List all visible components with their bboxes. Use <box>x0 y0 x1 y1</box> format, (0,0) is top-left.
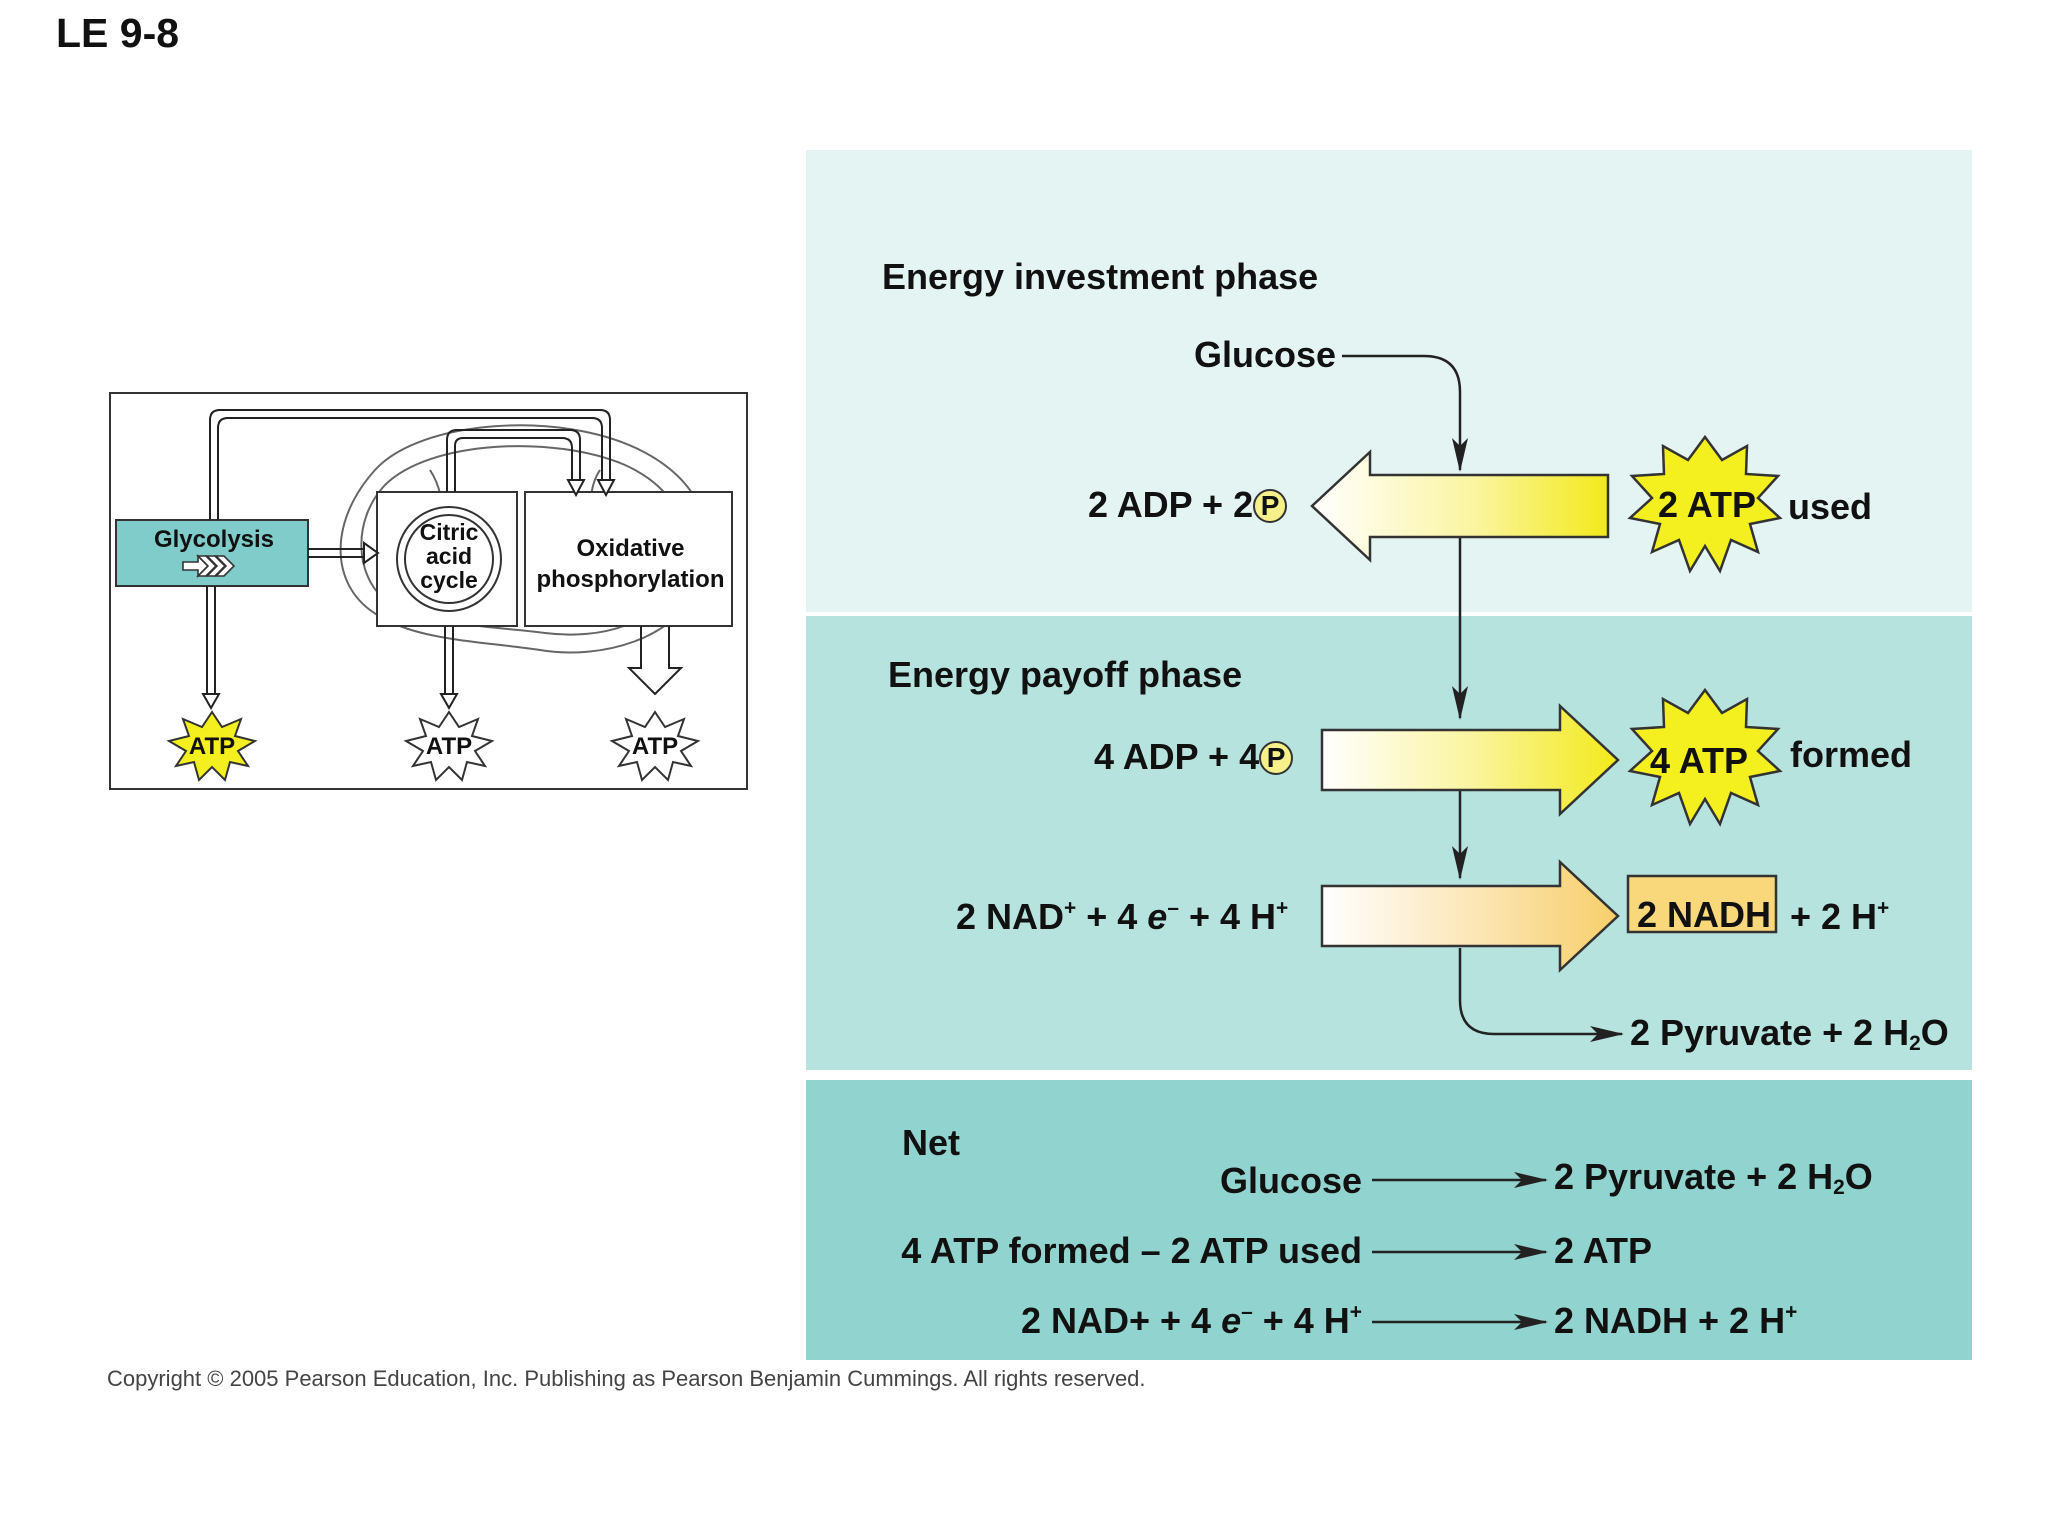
nadh-box-label: 2 NADH <box>1637 894 1772 935</box>
atp-starburst-icon <box>609 710 701 782</box>
atp-label-oxidative: ATP <box>631 733 679 760</box>
net-right-2: 2 ATP <box>1554 1230 1653 1271</box>
glycolysis-chevrons-icon <box>182 554 236 578</box>
net-right-1-text: 2 Pyruvate + 2 H <box>1554 1156 1834 1197</box>
nadh-box <box>1626 874 1778 934</box>
glycolysis-label: Glycolysis <box>153 526 275 553</box>
atp-starburst-icon <box>166 710 258 782</box>
atp-used-starburst-icon <box>1627 434 1783 574</box>
nad-prefix: 2 NAD <box>956 896 1065 937</box>
pathway-line-3 <box>1458 948 1624 1042</box>
energy-payoff-panel <box>806 616 1972 1070</box>
citric-line: Citric <box>419 519 479 545</box>
net-panel <box>806 1080 1972 1360</box>
nadh-suffix-charge: + <box>1877 896 1890 920</box>
investment-adp-text: 2 ADP + 2 <box>1088 484 1254 525</box>
glucose-label: Glucose <box>1194 334 1337 375</box>
figure-label: LE 9-8 <box>56 10 180 56</box>
nad-mid: + 4 <box>1076 896 1148 937</box>
net-left-3-prefix: 2 NAD+ + 4 <box>1020 1300 1222 1341</box>
citric-line: cycle <box>420 567 478 594</box>
net-left-3: 2 NAD+ + 4 e– + 4 H+ <box>960 1300 1362 1342</box>
cycle-ring-icon <box>396 506 502 612</box>
nad-reactants: 2 NAD+ + 4 e– + 4 H+ <box>956 896 1288 938</box>
electron-charge: – <box>1241 1300 1253 1324</box>
net-right-3-text: 2 NADH + 2 H <box>1554 1300 1786 1341</box>
oxidative-phosphorylation-label: Oxidative phosphorylation <box>525 533 736 595</box>
payoff-phase-title: Energy payoff phase <box>888 654 1243 695</box>
phosphate-icon: P <box>1253 489 1288 523</box>
net-left-1: Glucose <box>1219 1160 1362 1201</box>
payoff-nadh-big-arrow <box>1320 859 1620 973</box>
net-title: Net <box>902 1122 961 1163</box>
citric-acid-cycle-label: Citric acid cycle <box>377 519 521 594</box>
atp-formed-suffix: formed <box>1790 734 1913 775</box>
payoff-adp-text: 4 ADP + 4 <box>1094 736 1260 777</box>
investment-phase-title: Energy investment phase <box>882 256 1319 297</box>
atp-label-citric: ATP <box>425 733 473 760</box>
atp-starburst-icon <box>403 710 495 782</box>
oxidative-phosphorylation-box <box>524 491 733 627</box>
atp-used-suffix: used <box>1788 486 1873 527</box>
atp-used-badge: 2 ATP <box>1658 484 1757 525</box>
citric-line: acid <box>425 543 473 570</box>
net-right-1-sub: 2 <box>1833 1176 1845 1200</box>
oxid-line: Oxidative <box>576 535 685 562</box>
atp-formed-starburst-icon <box>1627 687 1783 827</box>
investment-big-arrow <box>1310 449 1610 563</box>
overview-connectors <box>201 409 684 711</box>
net-right-1: 2 Pyruvate + 2 H2O <box>1554 1156 1873 1200</box>
electron-charge: – <box>1167 896 1179 920</box>
payoff-atp-big-arrow <box>1320 703 1620 817</box>
electron-symbol: e <box>1221 1300 1242 1341</box>
electron-symbol: e <box>1147 896 1168 937</box>
net-right-3: 2 NADH + 2 H+ <box>1554 1300 1797 1342</box>
proton-charge: + <box>1349 1300 1362 1324</box>
pyruvate-end: O <box>1920 1012 1949 1053</box>
nad-charge: + <box>1064 896 1077 920</box>
net-left-2: 4 ATP formed – 2 ATP used <box>901 1230 1362 1271</box>
nadh-suffix-text: + 2 H <box>1790 896 1878 937</box>
phosphate-icon: P <box>1259 741 1294 775</box>
net-right-3-charge: + <box>1785 1300 1798 1324</box>
copyright-notice: Copyright © 2005 Pearson Education, Inc.… <box>107 1366 1146 1391</box>
nad-end: + 4 H <box>1178 896 1277 937</box>
atp-formed-badge: 4 ATP <box>1650 740 1749 781</box>
pyruvate-product: 2 Pyruvate + 2 H2O <box>1630 1012 1949 1056</box>
pyruvate-text: 2 Pyruvate + 2 H <box>1630 1012 1910 1053</box>
proton-charge: + <box>1276 896 1289 920</box>
atp-label-glycolysis: ATP <box>188 733 236 760</box>
net-right-1-end: O <box>1844 1156 1873 1197</box>
oxid-line: phosphorylation <box>536 566 725 594</box>
glucose-arrow <box>1342 354 1468 472</box>
net-left-3-end: + 4 H <box>1252 1300 1350 1341</box>
pyruvate-sub: 2 <box>1909 1032 1921 1056</box>
nadh-suffix: + 2 H+ <box>1790 896 1889 938</box>
